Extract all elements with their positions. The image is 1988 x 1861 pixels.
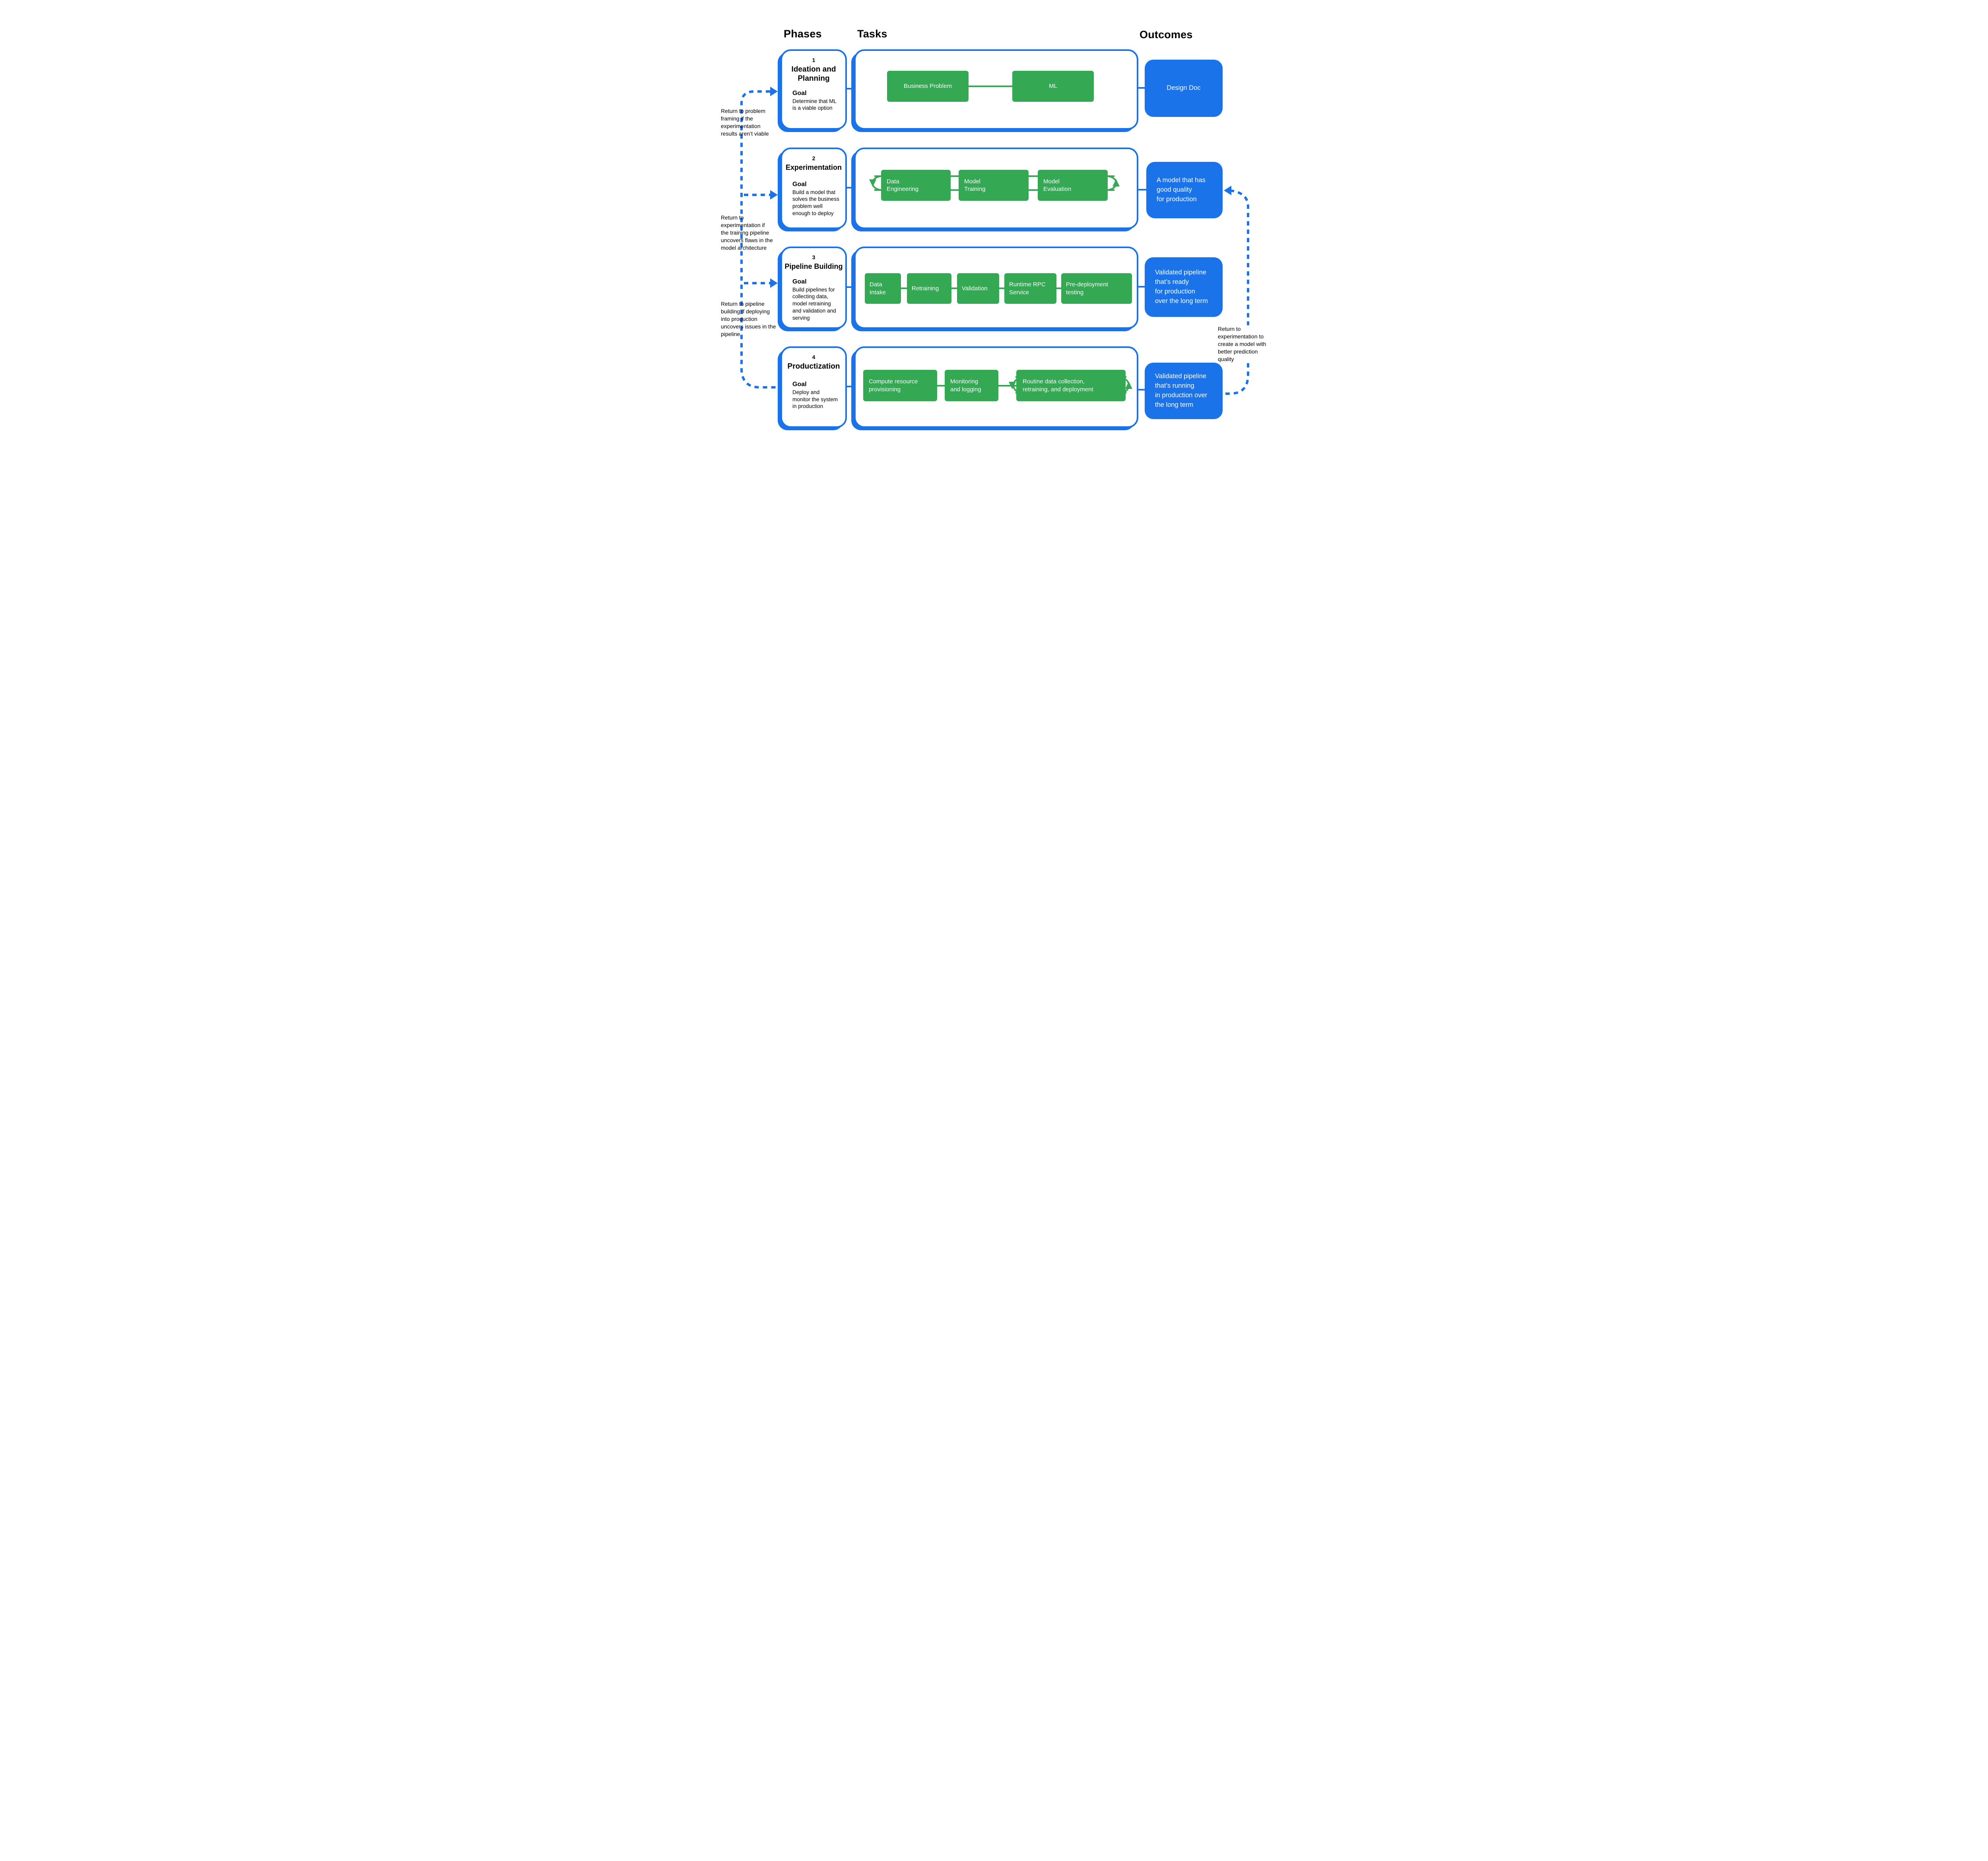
phase-card-4: 4 Productization Goal Deploy and monitor… — [780, 346, 847, 428]
annotation-return-experimentation-quality: Return to experimentation to create a mo… — [1218, 325, 1274, 363]
column-header-outcomes: Outcomes — [1140, 29, 1193, 41]
goal-label: Goal — [792, 89, 807, 97]
task-connector — [969, 85, 1012, 87]
phase-card-1: 1 Ideation and Planning Goal Determine t… — [780, 49, 847, 130]
goal-label: Goal — [792, 278, 807, 285]
annotation-return-problem-framing: Return to problem framing if the experim… — [721, 108, 769, 137]
task-routine-data-collection: Routine data collection, retraining, and… — [1016, 370, 1126, 401]
task-connector — [951, 288, 957, 289]
phase-number: 3 — [812, 254, 815, 260]
phase-card-2: 2 Experimentation Goal Build a model tha… — [780, 148, 847, 229]
task-connector — [998, 385, 1016, 387]
task-data-intake: Data Intake — [865, 273, 901, 304]
task-connector — [999, 288, 1004, 289]
task-outcome-connector — [1137, 286, 1146, 288]
phase-number: 1 — [812, 57, 815, 63]
task-model-evaluation: Model Evaluation — [1038, 170, 1108, 201]
phase-task-connector — [846, 386, 855, 387]
phase-card-3: 3 Pipeline Building Goal Build pipelines… — [780, 247, 847, 329]
goal-text: Build a model that solves the business p… — [792, 189, 839, 217]
annotation-return-pipeline-building: Return to pipeline building if deploying… — [721, 301, 776, 338]
outcome-pipeline-ready: Validated pipeline that’s ready for prod… — [1145, 257, 1223, 317]
task-retraining: Retraining — [907, 273, 951, 304]
arrowhead-icon — [1224, 186, 1231, 195]
goal-text: Determine that ML is a viable option — [792, 98, 837, 111]
phase-title: Experimentation — [785, 163, 842, 171]
task-validation: Validation — [957, 273, 999, 304]
phase-number: 4 — [812, 354, 815, 360]
goal-label: Goal — [792, 381, 807, 388]
task-runtime-rpc-service: Runtime RPC Service — [1004, 273, 1056, 304]
phase-task-connector — [846, 286, 855, 288]
phase-task-connector — [846, 187, 855, 188]
phase-task-connector — [846, 88, 855, 89]
annotation-return-experimentation: Return to experimentation if the trainin… — [721, 214, 773, 251]
column-header-tasks: Tasks — [857, 28, 887, 40]
diagram-canvas: Phases Tasks Outcomes 1 Ideation and Pla… — [712, 0, 1276, 465]
phase-title: Ideation and Planning — [791, 65, 836, 83]
arrowhead-icon — [770, 190, 778, 200]
task-connector — [937, 385, 945, 387]
phase-title: Pipeline Building — [784, 262, 843, 270]
goal-label: Goal — [792, 181, 807, 188]
goal-text: Build pipelines for collecting data, mod… — [792, 286, 836, 321]
task-outcome-connector — [1137, 389, 1146, 390]
arrowhead-icon — [770, 87, 778, 96]
task-connector — [901, 288, 907, 289]
task-monitoring-and-logging: Monitoring and logging — [945, 370, 998, 401]
phase-title: Productization — [787, 362, 840, 371]
goal-text: Deploy and monitor the system in product… — [792, 389, 838, 410]
task-model-training: Model Training — [959, 170, 1029, 201]
task-ml: ML — [1012, 71, 1094, 102]
feedback-dashed-line — [1224, 189, 1249, 395]
task-data-engineering: Data Engineering — [881, 170, 951, 201]
phase-number: 2 — [812, 155, 815, 161]
arrowhead-icon — [770, 278, 778, 288]
outcome-design-doc: Design Doc — [1145, 60, 1223, 117]
task-connector — [1056, 288, 1061, 289]
task-compute-resource-provisioning: Compute resource provisioning — [863, 370, 937, 401]
outcome-model-quality: A model that has good quality for produc… — [1146, 162, 1223, 218]
column-header-phases: Phases — [784, 28, 822, 40]
outcome-pipeline-running: Validated pipeline that’s running in pro… — [1145, 363, 1223, 419]
task-outcome-connector — [1137, 87, 1146, 89]
task-business-problem: Business Problem — [887, 71, 969, 102]
task-outcome-connector — [1137, 189, 1146, 190]
task-pre-deployment-testing: Pre-deployment testing — [1061, 273, 1132, 304]
